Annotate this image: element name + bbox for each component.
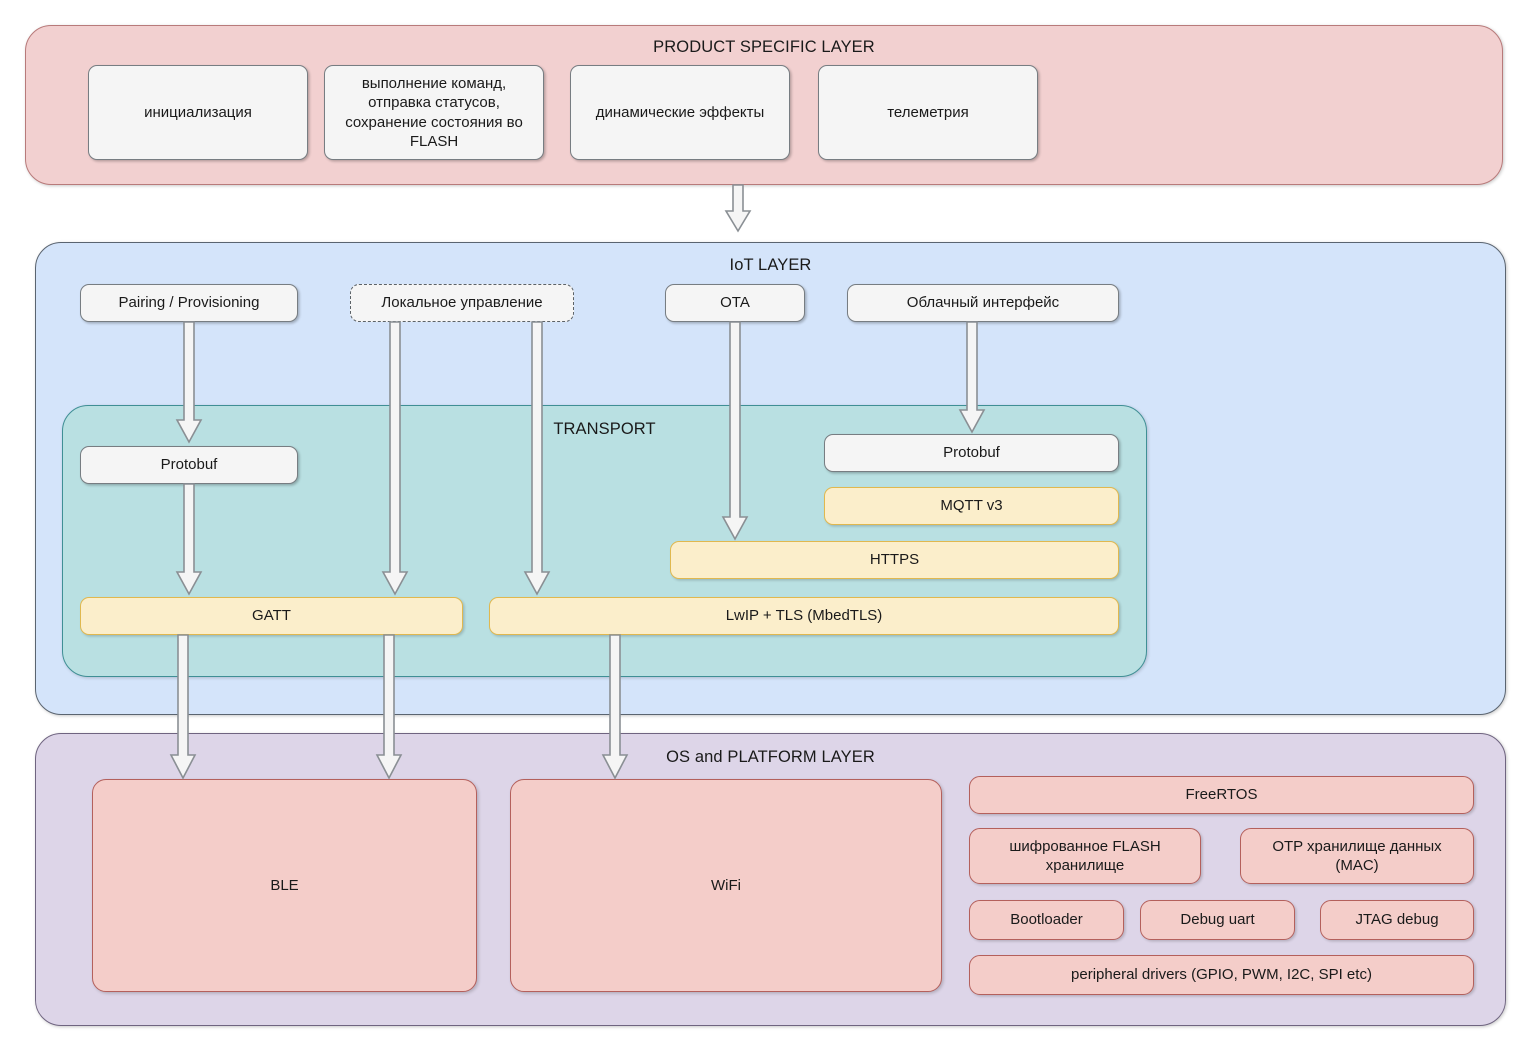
transport-box-https[interactable]: HTTPS bbox=[670, 541, 1119, 579]
os-box-ble[interactable]: BLE bbox=[92, 779, 477, 992]
iot-box-cloud-interface[interactable]: Облачный интерфейс bbox=[847, 284, 1119, 322]
connector-product-to-iot bbox=[722, 184, 754, 245]
iot-box-ota[interactable]: OTA bbox=[665, 284, 805, 322]
platform-box-otp-storage[interactable]: OTP хранилище данных (MAC) bbox=[1240, 828, 1474, 884]
os-platform-layer-title: OS and PLATFORM LAYER bbox=[666, 748, 875, 766]
os-box-wifi[interactable]: WiFi bbox=[510, 779, 942, 992]
platform-box-encrypted-flash[interactable]: шифрованное FLASH хранилище bbox=[969, 828, 1201, 884]
transport-box-mqtt[interactable]: MQTT v3 bbox=[824, 487, 1119, 525]
transport-box-protobuf-ble[interactable]: Protobuf bbox=[80, 446, 298, 484]
iot-box-pairing-provisioning[interactable]: Pairing / Provisioning bbox=[80, 284, 298, 322]
product-box-telemetry[interactable]: телеметрия bbox=[818, 65, 1038, 160]
iot-box-local-control[interactable]: Локальное управление bbox=[350, 284, 574, 322]
transport-box-gatt[interactable]: GATT bbox=[80, 597, 463, 635]
platform-box-bootloader[interactable]: Bootloader bbox=[969, 900, 1124, 940]
transport-title: TRANSPORT bbox=[553, 420, 656, 438]
platform-box-debug-uart[interactable]: Debug uart bbox=[1140, 900, 1295, 940]
iot-layer-title: IoT LAYER bbox=[729, 256, 812, 274]
transport-box-protobuf-cloud[interactable]: Protobuf bbox=[824, 434, 1119, 472]
transport-box-lwip-tls[interactable]: LwIP + TLS (MbedTLS) bbox=[489, 597, 1119, 635]
platform-box-freertos[interactable]: FreeRTOS bbox=[969, 776, 1474, 814]
product-specific-layer-title: PRODUCT SPECIFIC LAYER bbox=[653, 38, 875, 56]
product-box-commands-status-flash[interactable]: выполнение команд, отправка статусов, со… bbox=[324, 65, 544, 160]
platform-box-peripheral-drivers[interactable]: peripheral drivers (GPIO, PWM, I2C, SPI … bbox=[969, 955, 1474, 995]
product-box-dynamic-effects[interactable]: динамические эффекты bbox=[570, 65, 790, 160]
platform-box-jtag-debug[interactable]: JTAG debug bbox=[1320, 900, 1474, 940]
product-box-initialization[interactable]: инициализация bbox=[88, 65, 308, 160]
